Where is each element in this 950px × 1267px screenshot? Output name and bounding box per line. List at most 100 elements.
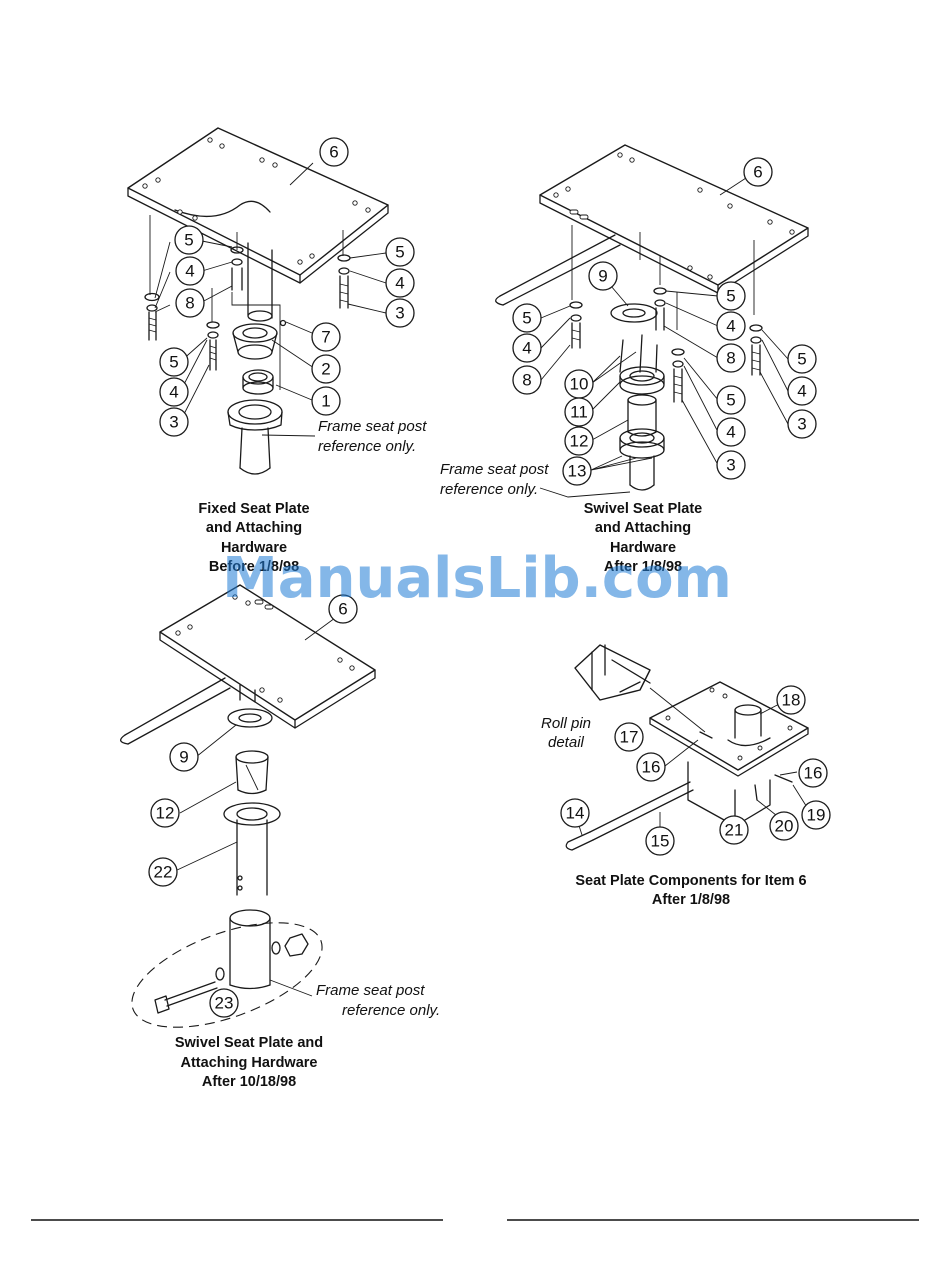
frame-post-note-line-1: Frame seat post bbox=[318, 418, 427, 435]
callout-13: 13 bbox=[562, 456, 592, 486]
fixed-left-hardware bbox=[144, 246, 244, 371]
fixed-right-hardware bbox=[337, 254, 351, 309]
frame-post-note-line-2: reference only. bbox=[342, 1002, 440, 1019]
release-lever bbox=[589, 781, 694, 841]
svg-text:21: 21 bbox=[725, 821, 744, 840]
callout-4: 4 bbox=[716, 417, 746, 447]
svg-text:10: 10 bbox=[570, 375, 589, 394]
callout-3: 3 bbox=[385, 298, 415, 328]
frame-post-note-line-1: Frame seat post bbox=[316, 982, 425, 999]
svg-text:3: 3 bbox=[169, 413, 178, 432]
callout-1: 1 bbox=[311, 386, 341, 416]
callout-8: 8 bbox=[175, 288, 205, 318]
release-lever bbox=[499, 234, 621, 306]
callout-16: 16 bbox=[798, 758, 828, 788]
frame-post-note-line-2: reference only. bbox=[318, 438, 416, 455]
callout-17: 17 bbox=[614, 722, 644, 752]
svg-text:22: 22 bbox=[154, 863, 173, 882]
callout-3: 3 bbox=[159, 407, 189, 437]
svg-text:3: 3 bbox=[395, 304, 404, 323]
svg-text:6: 6 bbox=[338, 600, 347, 619]
svg-text:16: 16 bbox=[804, 764, 823, 783]
callout-8: 8 bbox=[716, 343, 746, 373]
callout-8: 8 bbox=[512, 365, 542, 395]
callout-4: 4 bbox=[512, 333, 542, 363]
caption-line-3: Hardware bbox=[221, 540, 287, 556]
caption-line-4: Before 1/8/98 bbox=[209, 559, 299, 575]
frame-post-note-line-2: reference only. bbox=[440, 481, 538, 498]
svg-text:5: 5 bbox=[726, 287, 735, 306]
callout-12: 12 bbox=[150, 798, 180, 828]
svg-text:9: 9 bbox=[179, 748, 188, 767]
svg-text:8: 8 bbox=[185, 294, 194, 313]
callout-9: 9 bbox=[588, 261, 618, 291]
caption-line-3: Hardware bbox=[610, 540, 676, 556]
svg-text:4: 4 bbox=[797, 382, 806, 401]
fixed-bushings bbox=[232, 319, 287, 395]
fixed-seat-plate-diagram: 6 5 4 8 5 4 3 5 4 3 7 2 1 Frame seat pos… bbox=[127, 127, 427, 575]
callout-11: 11 bbox=[564, 397, 594, 427]
svg-text:2: 2 bbox=[321, 360, 330, 379]
frame-post-note-line-1: Frame seat post bbox=[440, 461, 549, 478]
callout-6: 6 bbox=[319, 137, 349, 167]
callout-22: 22 bbox=[148, 857, 178, 887]
svg-text:5: 5 bbox=[184, 231, 193, 250]
svg-text:13: 13 bbox=[568, 462, 587, 481]
svg-text:12: 12 bbox=[570, 432, 589, 451]
caption-line-1: Swivel Seat Plate and bbox=[175, 1035, 323, 1051]
callout-19: 19 bbox=[801, 800, 831, 830]
svg-text:4: 4 bbox=[185, 262, 194, 281]
svg-text:9: 9 bbox=[598, 267, 607, 286]
swivel-seat-plate-diagram: 6 9 5 4 8 10 11 12 13 5 4 8 5 4 3 5 4 3 … bbox=[440, 144, 817, 575]
svg-text:4: 4 bbox=[726, 317, 735, 336]
svg-text:5: 5 bbox=[797, 350, 806, 369]
roll-pin-note-line-1: Roll pin bbox=[541, 715, 591, 732]
swivel-right-hardware bbox=[653, 287, 763, 403]
callout-5: 5 bbox=[385, 237, 415, 267]
swivel-seat-plate-10-98-diagram: 6 9 12 22 23 Frame seat post reference o… bbox=[120, 584, 440, 1090]
callout-15: 15 bbox=[645, 826, 675, 856]
svg-text:16: 16 bbox=[642, 758, 661, 777]
callout-5: 5 bbox=[716, 385, 746, 415]
svg-text:8: 8 bbox=[726, 349, 735, 368]
plate-holes bbox=[665, 687, 793, 761]
svg-text:7: 7 bbox=[321, 328, 330, 347]
caption-line-2: After 1/8/98 bbox=[652, 892, 730, 908]
svg-text:8: 8 bbox=[522, 371, 531, 390]
callout-23: 23 bbox=[209, 988, 239, 1018]
svg-text:1: 1 bbox=[321, 392, 330, 411]
svg-text:4: 4 bbox=[522, 339, 531, 358]
svg-text:20: 20 bbox=[775, 817, 794, 836]
caption-line-1: Fixed Seat Plate bbox=[198, 501, 309, 517]
caption-line-4: After 1/8/98 bbox=[604, 559, 682, 575]
callout-12: 12 bbox=[564, 426, 594, 456]
svg-text:4: 4 bbox=[726, 423, 735, 442]
callout-5: 5 bbox=[787, 344, 817, 374]
callout-4: 4 bbox=[175, 256, 205, 286]
caption-line-2: and Attaching bbox=[595, 520, 691, 536]
caption-line-1: Swivel Seat Plate bbox=[584, 501, 702, 517]
svg-text:12: 12 bbox=[156, 804, 175, 823]
callout-2: 2 bbox=[311, 354, 341, 384]
svg-text:3: 3 bbox=[726, 456, 735, 475]
svg-text:15: 15 bbox=[651, 832, 670, 851]
caption-line-2: and Attaching bbox=[206, 520, 302, 536]
callout-5: 5 bbox=[174, 225, 204, 255]
svg-text:6: 6 bbox=[753, 163, 762, 182]
callout-4: 4 bbox=[159, 377, 189, 407]
svg-text:19: 19 bbox=[807, 806, 826, 825]
caption-line-3: After 10/18/98 bbox=[202, 1074, 296, 1090]
callout-5: 5 bbox=[159, 347, 189, 377]
swivel-left-hardware bbox=[569, 301, 583, 349]
callout-10: 10 bbox=[564, 369, 594, 399]
svg-text:17: 17 bbox=[620, 728, 639, 747]
callout-4: 4 bbox=[385, 268, 415, 298]
callout-20: 20 bbox=[769, 811, 799, 841]
callout-6: 6 bbox=[743, 157, 773, 187]
callout-4: 4 bbox=[716, 311, 746, 341]
callout-4: 4 bbox=[787, 376, 817, 406]
caption-line-1: Seat Plate Components for Item 6 bbox=[575, 873, 806, 889]
roll-pin-note-line-2: detail bbox=[548, 734, 585, 751]
svg-text:3: 3 bbox=[797, 415, 806, 434]
